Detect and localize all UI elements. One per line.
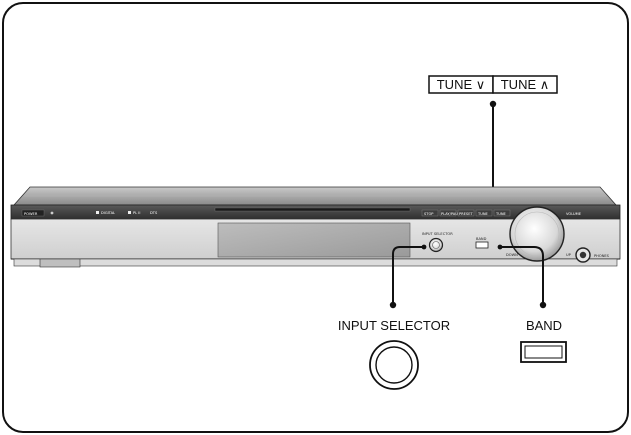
svg-text:TUNE: TUNE [477,212,489,216]
up-small-label: UP [566,253,572,257]
stop-small-button [421,209,439,217]
phones-small-label: PHONES [594,254,610,258]
input-selector-small-label: INPUT SELECTOR [422,232,453,236]
band-leader [500,246,544,305]
pl2-small-label: PL II [133,211,140,215]
tune-down-small-button [475,209,493,217]
tune-callout: TUNE ∨ TUNE ∧ [428,75,558,215]
receiver-device: POWER DIGITAL PL II DTS STOP PLAY/PAUSE … [10,186,621,268]
front-flap [39,258,81,268]
digital-small-label: DIGITAL [101,211,115,215]
play-small-button [439,209,457,217]
device-bottom-lip [13,258,618,267]
band-callout: BAND [497,244,567,363]
tune-up-box [492,75,558,94]
input-selector-small-knob [428,237,444,253]
svg-text:TUNE: TUNE [495,212,507,216]
input-selector-label: INPUT SELECTOR [338,318,450,333]
power-small-label: POWER [24,212,38,216]
svg-text:PRESET: PRESET [459,212,473,216]
svg-text:PLAY/PAUSE: PLAY/PAUSE [441,212,463,216]
tune-up-small-button [493,209,511,217]
volume-small-label: VOLUME [566,212,582,216]
down-small-label: DOWN [506,253,518,257]
dts-small-label: DTS [150,211,158,215]
input-selector-callout-dot [389,301,397,309]
band-small-label: BAND [476,237,487,241]
svg-text:STOP: STOP [424,212,434,216]
band-small-button [475,241,489,249]
band-label: BAND [526,318,562,333]
volume-knob [509,206,565,262]
tune-up-label: TUNE ∧ [501,77,550,92]
preset-small-button [457,209,475,217]
disc-slot [214,207,411,212]
power-led [50,211,54,215]
input-selector-callout: INPUT SELECTOR [338,244,450,390]
input-selector-leader [392,246,424,305]
tune-down-label: TUNE ∨ [437,77,486,92]
band-callout-dot [539,301,547,309]
display-window [217,222,411,258]
